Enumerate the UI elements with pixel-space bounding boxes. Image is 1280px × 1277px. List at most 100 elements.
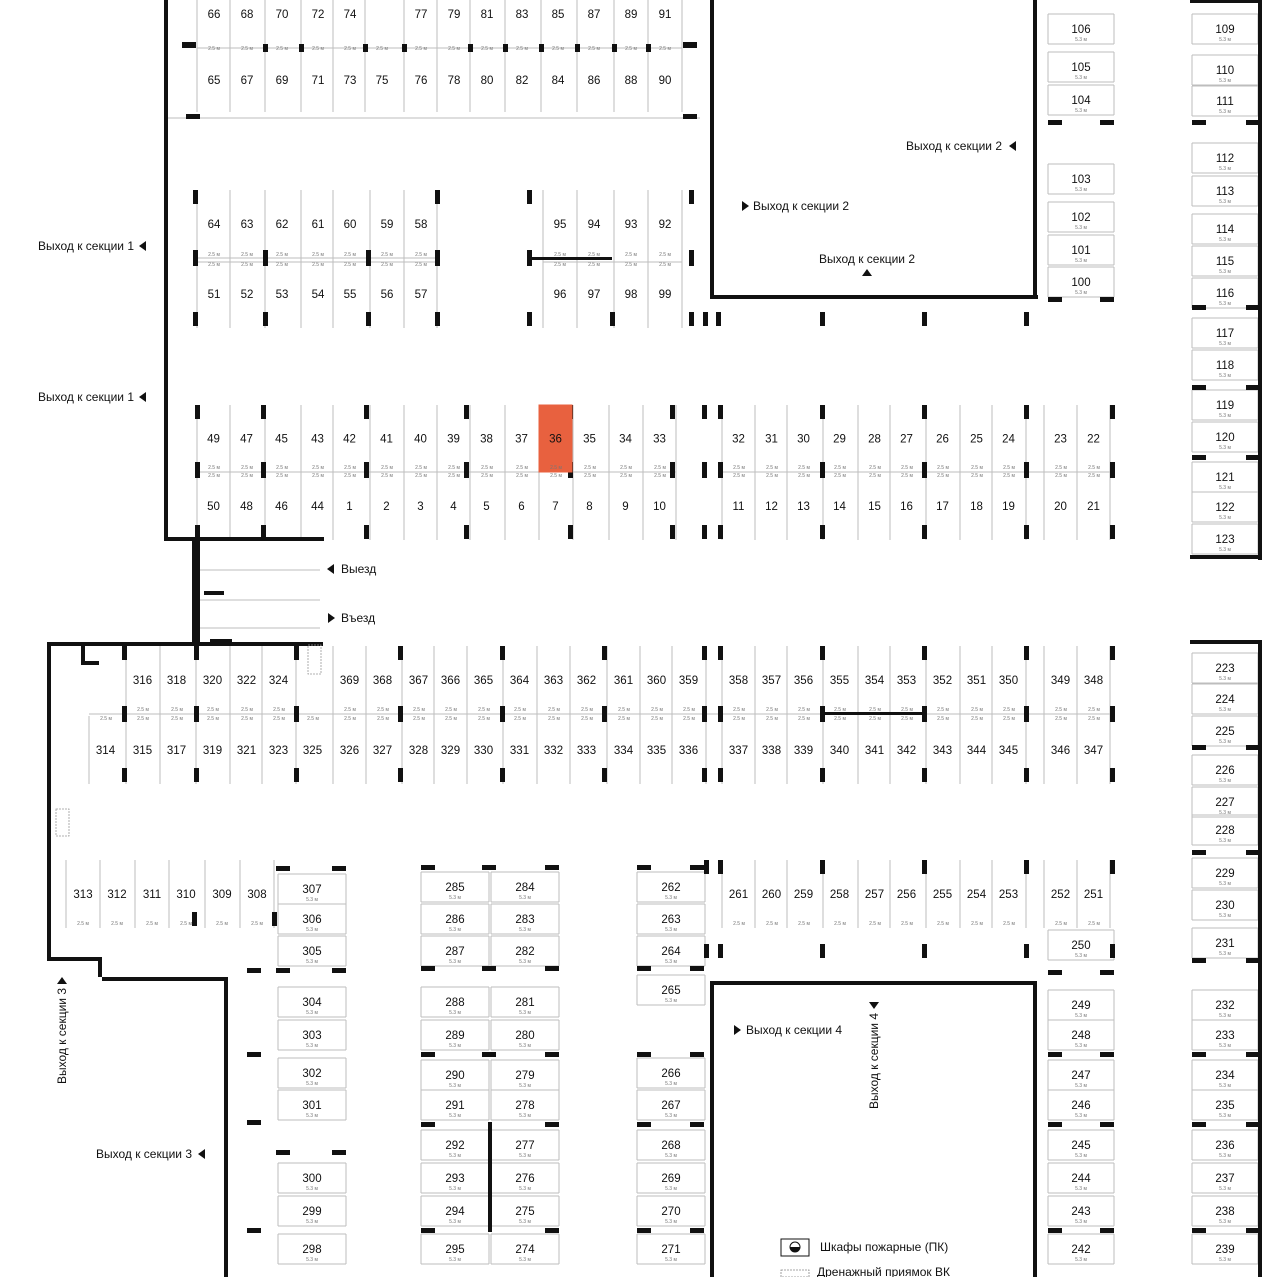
parking-space-53[interactable]: 53 — [265, 260, 299, 328]
parking-space-255[interactable]: 255 — [926, 860, 959, 928]
parking-space-224[interactable]: 224 — [1192, 684, 1258, 714]
parking-space-87[interactable]: 87 — [577, 0, 611, 28]
parking-space-8[interactable]: 8 — [573, 473, 606, 539]
parking-space-325[interactable]: 325 — [296, 716, 329, 784]
parking-space-326[interactable]: 326 — [333, 716, 366, 784]
parking-space-34[interactable]: 34 — [609, 405, 642, 472]
parking-space-283[interactable]: 283 — [491, 904, 559, 934]
parking-space-258[interactable]: 258 — [823, 860, 856, 928]
parking-space-40[interactable]: 40 — [404, 405, 437, 472]
parking-space-332[interactable]: 332 — [537, 716, 570, 784]
parking-space-331[interactable]: 331 — [503, 716, 536, 784]
parking-space-314[interactable]: 314 — [89, 716, 122, 784]
parking-space-347[interactable]: 347 — [1077, 716, 1110, 784]
parking-space-247[interactable]: 247 — [1048, 1060, 1114, 1090]
parking-space-90[interactable]: 90 — [648, 60, 682, 100]
parking-space-57[interactable]: 57 — [404, 260, 438, 328]
parking-space-10[interactable]: 10 — [643, 473, 676, 539]
parking-space-72[interactable]: 72 — [301, 0, 335, 28]
parking-space-14[interactable]: 14 — [823, 473, 856, 539]
parking-space-299[interactable]: 299 — [278, 1196, 346, 1226]
exit-section-2-top[interactable]: Выход к секции 2 — [906, 139, 1016, 153]
parking-space-29[interactable]: 29 — [823, 405, 856, 472]
parking-space-265[interactable]: 265 — [637, 975, 705, 1005]
parking-space-97[interactable]: 97 — [577, 260, 611, 328]
parking-space-54[interactable]: 54 — [301, 260, 335, 328]
exit-section-4-vertical[interactable]: Выход к секции 4 — [867, 1002, 881, 1109]
parking-space-75[interactable]: 75 — [365, 60, 399, 100]
parking-space-88[interactable]: 88 — [614, 60, 648, 100]
parking-space-236[interactable]: 236 — [1192, 1130, 1258, 1160]
parking-space-302[interactable]: 302 — [278, 1058, 346, 1088]
parking-space-62[interactable]: 62 — [265, 190, 299, 258]
parking-space-61[interactable]: 61 — [301, 190, 335, 258]
parking-space-94[interactable]: 94 — [577, 190, 611, 258]
parking-space-91[interactable]: 91 — [648, 0, 682, 28]
parking-space-46[interactable]: 46 — [265, 473, 298, 539]
parking-space-268[interactable]: 268 — [637, 1130, 705, 1160]
parking-space-344[interactable]: 344 — [960, 716, 993, 784]
exit-section-3-horizontal[interactable]: Выход к секции 3 — [96, 1147, 205, 1161]
parking-space-292[interactable]: 292 — [421, 1130, 489, 1160]
parking-space-227[interactable]: 227 — [1192, 787, 1258, 817]
parking-space-259[interactable]: 259 — [787, 860, 820, 928]
parking-space-346[interactable]: 346 — [1044, 716, 1077, 784]
parking-space-343[interactable]: 343 — [926, 716, 959, 784]
parking-space-110[interactable]: 110 — [1192, 55, 1258, 85]
parking-space-324[interactable]: 324 — [262, 646, 295, 714]
parking-space-291[interactable]: 291 — [421, 1090, 489, 1120]
parking-space-264[interactable]: 264 — [637, 936, 705, 966]
parking-space-50[interactable]: 50 — [197, 473, 230, 539]
parking-space-23[interactable]: 23 — [1044, 405, 1077, 472]
parking-space-26[interactable]: 26 — [926, 405, 959, 472]
parking-space-365[interactable]: 365 — [467, 646, 500, 714]
parking-space-38[interactable]: 38 — [470, 405, 503, 472]
parking-space-267[interactable]: 267 — [637, 1090, 705, 1120]
parking-space-230[interactable]: 230 — [1192, 890, 1258, 920]
parking-space-355[interactable]: 355 — [823, 646, 856, 714]
parking-space-44[interactable]: 44 — [301, 473, 334, 539]
parking-space-253[interactable]: 253 — [992, 860, 1025, 928]
parking-space-35[interactable]: 35 — [573, 405, 606, 472]
parking-space-226[interactable]: 226 — [1192, 755, 1258, 785]
parking-space-98[interactable]: 98 — [614, 260, 648, 328]
parking-space-333[interactable]: 333 — [570, 716, 603, 784]
parking-space-239[interactable]: 239 — [1192, 1234, 1258, 1264]
parking-space-100[interactable]: 100 — [1048, 267, 1114, 297]
parking-space-229[interactable]: 229 — [1192, 858, 1258, 888]
parking-space-290[interactable]: 290 — [421, 1060, 489, 1090]
parking-space-321[interactable]: 321 — [230, 716, 263, 784]
parking-space-79[interactable]: 79 — [437, 0, 471, 28]
parking-space-257[interactable]: 257 — [858, 860, 891, 928]
parking-space-293[interactable]: 293 — [421, 1163, 489, 1193]
parking-space-21[interactable]: 21 — [1077, 473, 1110, 539]
parking-space-104[interactable]: 104 — [1048, 85, 1114, 115]
parking-space-320[interactable]: 320 — [196, 646, 229, 714]
parking-space-350[interactable]: 350 — [992, 646, 1025, 714]
parking-space-22[interactable]: 22 — [1077, 405, 1110, 472]
parking-space-1[interactable]: 1 — [333, 473, 366, 539]
parking-space-2[interactable]: 2 — [370, 473, 403, 539]
parking-space-243[interactable]: 243 — [1048, 1196, 1114, 1226]
parking-space-280[interactable]: 280 — [491, 1020, 559, 1050]
parking-space-308[interactable]: 308 — [240, 860, 274, 928]
parking-space-284[interactable]: 284 — [491, 872, 559, 902]
parking-space-3[interactable]: 3 — [404, 473, 437, 539]
parking-space-17[interactable]: 17 — [926, 473, 959, 539]
parking-space-19[interactable]: 19 — [992, 473, 1025, 539]
parking-space-114[interactable]: 114 — [1192, 214, 1258, 244]
parking-space-109[interactable]: 109 — [1192, 14, 1258, 44]
parking-space-368[interactable]: 368 — [366, 646, 399, 714]
parking-space-18[interactable]: 18 — [960, 473, 993, 539]
parking-space-30[interactable]: 30 — [787, 405, 820, 472]
parking-space-309[interactable]: 309 — [205, 860, 239, 928]
parking-space-250[interactable]: 250 — [1048, 930, 1114, 960]
parking-space-327[interactable]: 327 — [366, 716, 399, 784]
parking-space-362[interactable]: 362 — [570, 646, 603, 714]
parking-space-278[interactable]: 278 — [491, 1090, 559, 1120]
parking-space-319[interactable]: 319 — [196, 716, 229, 784]
parking-space-117[interactable]: 117 — [1192, 318, 1258, 348]
parking-space-286[interactable]: 286 — [421, 904, 489, 934]
parking-space-59[interactable]: 59 — [370, 190, 404, 258]
